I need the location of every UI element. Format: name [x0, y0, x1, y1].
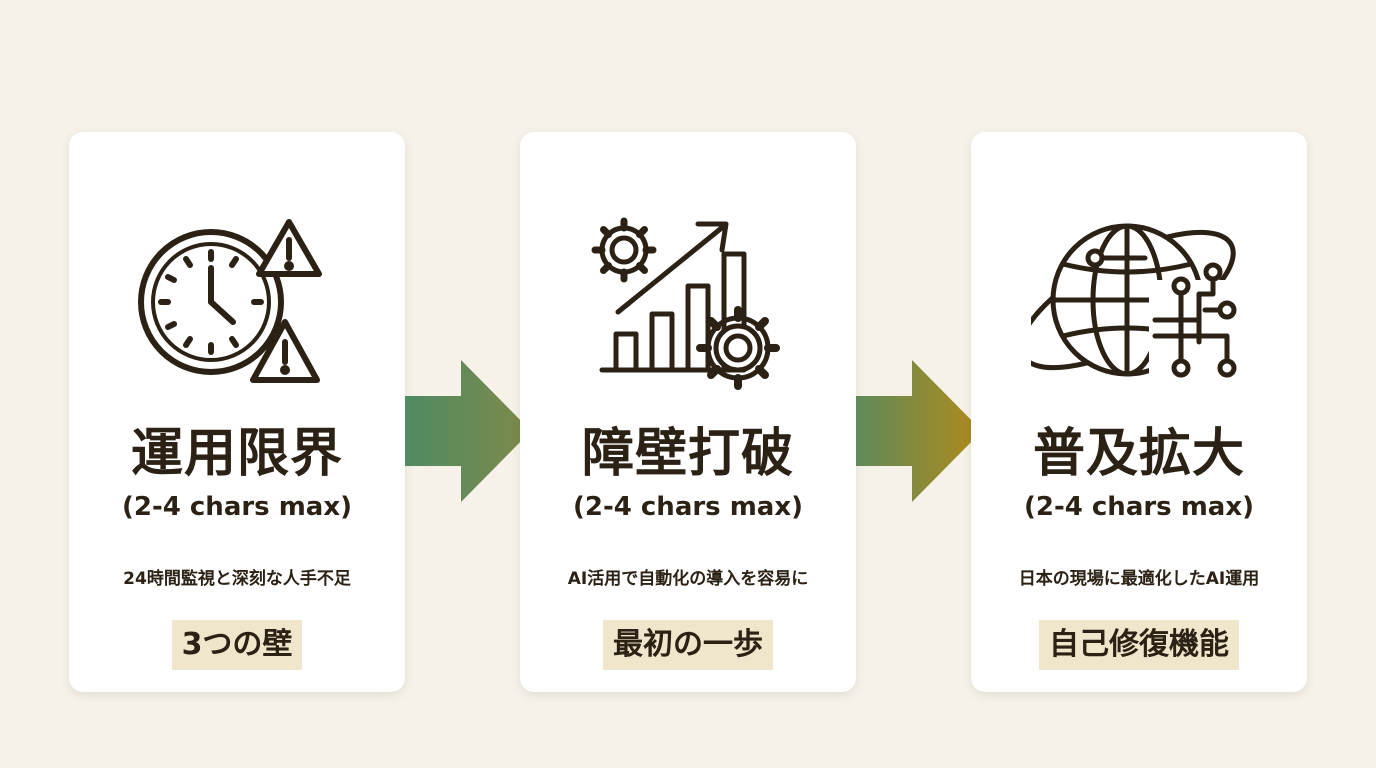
- card-tag: 自己修復機能: [1039, 620, 1239, 670]
- card-operation-limit: 運用限界 (2-4 chars max) 24時間監視と深刻な人手不足 3つの壁: [69, 132, 405, 692]
- arrow-right-icon: [405, 360, 531, 502]
- card-title: 運用限界: [130, 423, 343, 484]
- arrow-right-icon: [856, 360, 982, 502]
- growth-chart-gears-icon: [580, 210, 796, 390]
- card-tag: 最初の一歩: [603, 620, 773, 670]
- card-note: (2-4 chars max): [121, 492, 352, 522]
- card-adoption-expansion: 普及拡大 (2-4 chars max) 日本の現場に最適化したAI運用 自己修…: [971, 132, 1307, 692]
- card-barrier-breakthrough: 障壁打破 (2-4 chars max) AI活用で自動化の導入を容易に 最初の…: [520, 132, 856, 692]
- card-title: 普及拡大: [1032, 423, 1245, 484]
- card-description: 日本の現場に最適化したAI運用: [1018, 569, 1260, 589]
- card-note: (2-4 chars max): [1023, 492, 1254, 522]
- card-title: 障壁打破: [581, 423, 794, 484]
- clock-warning-icon: [129, 210, 345, 390]
- card-tag: 3つの壁: [171, 620, 303, 670]
- card-description: 24時間監視と深刻な人手不足: [123, 569, 351, 589]
- card-note: (2-4 chars max): [572, 492, 803, 522]
- card-description: AI活用で自動化の導入を容易に: [567, 569, 809, 589]
- globe-network-icon: [1031, 210, 1247, 390]
